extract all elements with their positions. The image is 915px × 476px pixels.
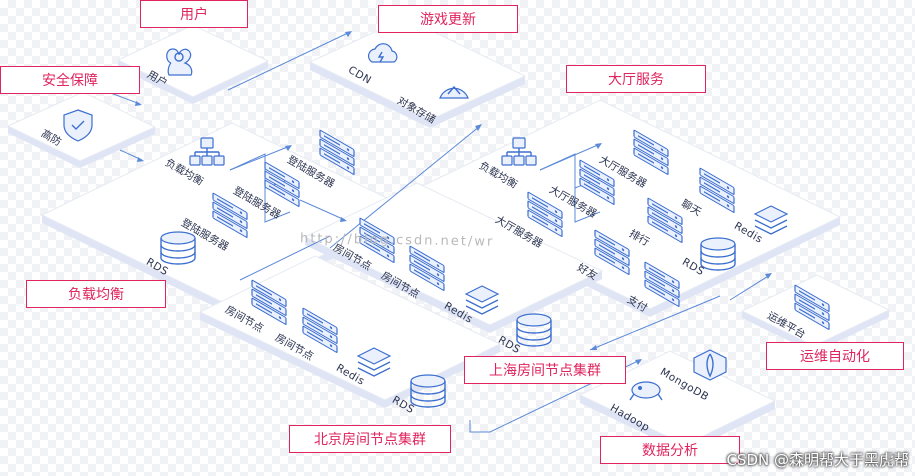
- platform-shanghai: [303, 182, 604, 333]
- flow-lines: [107, 31, 772, 433]
- user-icon: [166, 48, 193, 76]
- shield-icon: [63, 109, 93, 142]
- label-beijing-cluster: 北京房间节点集群: [289, 425, 451, 453]
- label-ops-automation: 运维自动化: [766, 342, 904, 370]
- platform-user: [116, 24, 270, 104]
- label-user: 用户: [140, 0, 248, 28]
- credit-text: CSDN @森明帮大于黑虎帮: [726, 451, 909, 469]
- platform-data-analysis: [578, 350, 777, 453]
- label-security: 安全保障: [0, 66, 140, 94]
- label-lobby-service: 大厅服务: [566, 65, 706, 93]
- platform-game-update: [308, 17, 527, 128]
- label-game-update: 游戏更新: [378, 5, 518, 33]
- label-load-balance: 负载均衡: [26, 280, 166, 308]
- label-shanghai-cluster: 上海房间节点集群: [464, 356, 626, 384]
- object-storage-icon: [439, 85, 469, 99]
- hadoop-icon: [629, 381, 663, 401]
- mongodb-icon: [693, 349, 727, 381]
- cdn-icon: [367, 43, 398, 63]
- rds-sh-icon: [516, 313, 552, 347]
- label-data-analysis: 数据分析: [600, 436, 740, 464]
